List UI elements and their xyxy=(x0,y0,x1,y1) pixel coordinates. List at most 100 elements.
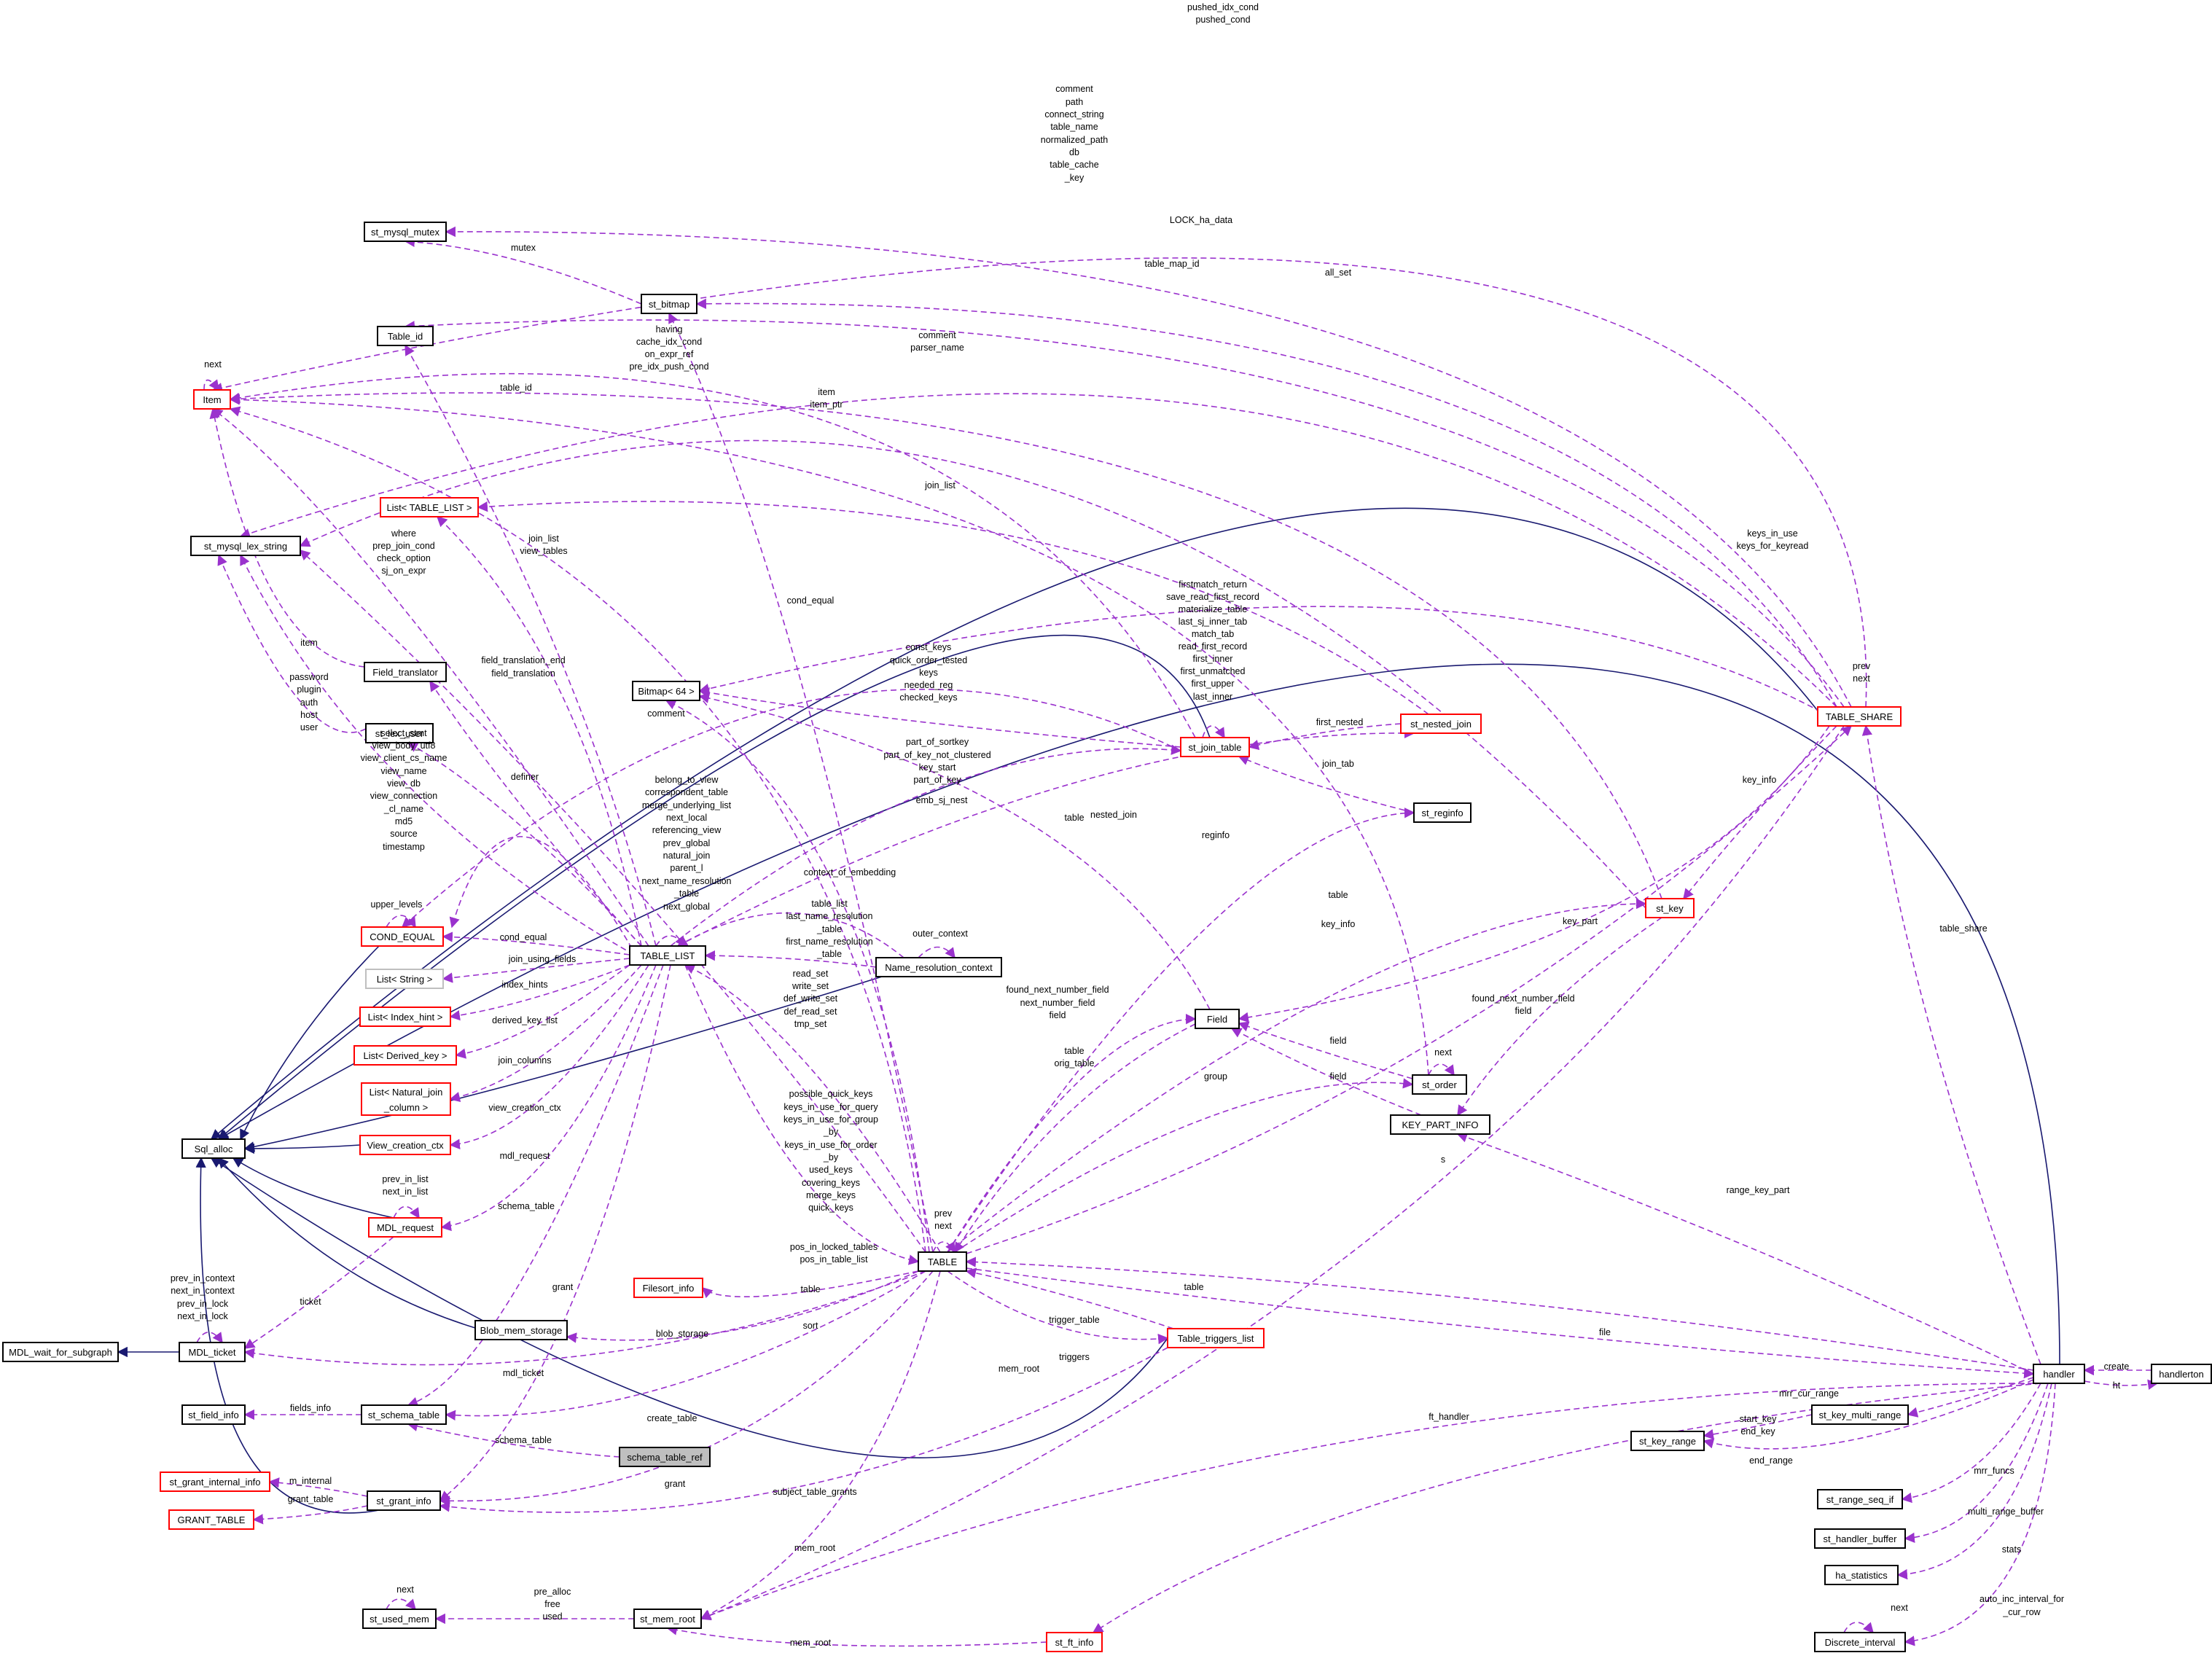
edge-label: prev_in_context xyxy=(171,1273,235,1283)
node-list-derived-key[interactable]: List< Derived_key > xyxy=(353,1045,457,1066)
edge-table-to-st-schema-table xyxy=(445,1270,926,1421)
node-table-list[interactable]: TABLE_LIST xyxy=(629,945,706,966)
node-st-join-table[interactable]: st_join_table xyxy=(1180,737,1250,757)
node-discrete-interval[interactable]: Discrete_interval xyxy=(1814,1632,1906,1652)
node-handler[interactable]: handler xyxy=(2033,1364,2085,1384)
edge-label: fields_info xyxy=(290,1403,331,1413)
node-key-part-info[interactable]: KEY_PART_INFO xyxy=(1390,1114,1490,1135)
edge-label: where xyxy=(391,528,416,539)
edge-label: schema_table xyxy=(498,1201,555,1211)
node-table-triggers-list-label: Table_triggers_list xyxy=(1178,1333,1254,1344)
node-st-bitmap[interactable]: st_bitmap xyxy=(641,294,697,314)
node-table-triggers-list[interactable]: Table_triggers_list xyxy=(1167,1328,1265,1348)
edge-label: sj_on_expr xyxy=(381,566,426,576)
node-st-mysql-lex-string[interactable]: st_mysql_lex_string xyxy=(190,536,301,556)
edge-label: create xyxy=(2104,1361,2130,1372)
node-mdl-wait-for-subgraph[interactable]: MDL_wait_for_subgraph xyxy=(2,1342,119,1362)
node-mdl-ticket[interactable]: MDL_ticket xyxy=(179,1342,246,1362)
node-st-reginfo[interactable]: st_reginfo xyxy=(1413,802,1472,823)
edge-label: merge_underlying_list xyxy=(642,800,732,810)
node-st-mem-root-box xyxy=(633,1609,702,1629)
edge-label: read_set xyxy=(793,969,829,979)
node-list-table-list[interactable]: List< TABLE_LIST > xyxy=(380,497,479,517)
edge-label: emb_sj_nest xyxy=(916,795,968,805)
edge-label: save_read_first_record xyxy=(1166,592,1259,602)
edge-label: key_start xyxy=(919,762,956,773)
node-st-field-info[interactable]: st_field_info xyxy=(181,1404,246,1425)
edge-label: free xyxy=(544,1599,560,1609)
node-cond-equal-label: COND_EQUAL xyxy=(370,931,435,942)
edge-st-join-table-to-bitmap64 xyxy=(698,687,1181,748)
node-name-resolution-context[interactable]: Name_resolution_context xyxy=(875,957,1002,977)
node-grant-table[interactable]: GRANT_TABLE xyxy=(168,1509,254,1530)
node-view-creation-ctx[interactable]: View_creation_ctx xyxy=(359,1135,451,1155)
node-mdl-request[interactable]: MDL_request xyxy=(368,1217,442,1238)
node-list-natural-join-1[interactable]: List< Natural_join xyxy=(361,1082,451,1116)
edge-label: first_inner xyxy=(1193,654,1233,664)
node-table[interactable]: TABLE xyxy=(918,1251,967,1272)
node-st-reginfo-box xyxy=(1413,802,1472,823)
edge-label: first_unmatched xyxy=(1181,666,1246,676)
node-st-range-seq-if-label: st_range_seq_if xyxy=(1826,1494,1894,1505)
node-st-key-range[interactable]: st_key_range xyxy=(1630,1431,1705,1451)
node-st-mysql-mutex[interactable]: st_mysql_mutex xyxy=(364,222,447,242)
node-blob-mem-storage[interactable]: Blob_mem_storage xyxy=(474,1320,568,1340)
node-st-order[interactable]: st_order xyxy=(1412,1074,1467,1095)
edge-table-triggers-list-to-sql-alloc xyxy=(210,1157,1168,1458)
node-st-key-multi-range[interactable]: st_key_multi_range xyxy=(1811,1404,1909,1425)
node-item[interactable]: Item xyxy=(193,389,231,410)
node-list-index-hint[interactable]: List< Index_hint > xyxy=(359,1007,451,1027)
edge-name-resolution-context-to-table-list xyxy=(676,912,904,958)
edge-table-to-st-bitmap xyxy=(668,312,934,1253)
node-item-label: Item xyxy=(203,394,221,405)
node-list-string-box xyxy=(365,969,444,989)
node-schema-table-ref[interactable]: schema_table_ref xyxy=(619,1447,711,1467)
node-sql-alloc[interactable]: Sql_alloc xyxy=(181,1138,246,1159)
node-mdl-wait-for-subgraph-box xyxy=(2,1342,119,1362)
edge-label: ht xyxy=(2113,1380,2121,1391)
node-bitmap64[interactable]: Bitmap< 64 > xyxy=(632,681,700,701)
node-ha-statistics[interactable]: ha_statistics xyxy=(1824,1565,1899,1585)
node-st-mem-root[interactable]: st_mem_root xyxy=(633,1609,702,1629)
node-st-grant-info[interactable]: st_grant_info xyxy=(367,1490,441,1511)
node-st-bitmap-box xyxy=(641,294,697,314)
edge-table-triggers-list-to-st-grant-info xyxy=(439,1347,1168,1513)
node-st-key[interactable]: st_key xyxy=(1645,898,1695,918)
edge-label: _table xyxy=(816,924,842,934)
node-list-natural-join-2[interactable]: _column > xyxy=(383,1102,428,1113)
node-field-translator[interactable]: Field_translator xyxy=(364,662,447,682)
node-filesort-info[interactable]: Filesort_info xyxy=(633,1278,703,1298)
node-field[interactable]: Field xyxy=(1195,1009,1240,1029)
node-st-nested-join[interactable]: st_nested_join xyxy=(1400,714,1482,734)
node-list-string[interactable]: List< String > xyxy=(365,969,444,989)
edge-label: normalized_path xyxy=(1041,135,1108,145)
node-cond-equal[interactable]: COND_EQUAL xyxy=(361,926,444,947)
node-filesort-info-box xyxy=(633,1278,703,1298)
node-st-schema-table[interactable]: st_schema_table xyxy=(361,1404,447,1425)
node-st-ft-info[interactable]: st_ft_info xyxy=(1046,1632,1103,1652)
node-st-field-info-box xyxy=(181,1404,246,1425)
edge-handler-to-st-mem-root xyxy=(700,1383,2034,1621)
edge-label: outer_context xyxy=(912,929,968,939)
edge-table-to-st-mem-root xyxy=(700,1270,941,1619)
node-st-mem-root-label: st_mem_root xyxy=(640,1614,695,1625)
edge-table-list-to-view-creation-ctx xyxy=(449,964,649,1149)
node-handlerton[interactable]: handlerton xyxy=(2151,1364,2212,1384)
edge-label: materialize_table xyxy=(1179,604,1248,614)
node-st-grant-internal-info[interactable]: st_grant_internal_info xyxy=(160,1472,270,1492)
edge-label: mrr_funcs xyxy=(1974,1466,2014,1476)
node-st-handler-buffer[interactable]: st_handler_buffer xyxy=(1814,1528,1906,1549)
edge-handler-to-st-key-range xyxy=(1703,1379,2034,1450)
node-table-id[interactable]: Table_id xyxy=(377,326,434,346)
edge-field-to-bitmap64 xyxy=(698,692,1211,1010)
node-table-share[interactable]: TABLE_SHARE xyxy=(1817,706,1902,727)
node-st-used-mem[interactable]: st_used_mem xyxy=(362,1609,437,1629)
node-mdl-ticket-label: MDL_ticket xyxy=(188,1347,235,1358)
edge-label: pre_idx_push_cond xyxy=(629,361,708,372)
edge-table-share-to-st-mysql-mutex xyxy=(445,226,1852,708)
node-st-lex-user[interactable]: st_lex_user xyxy=(365,723,434,743)
node-st-range-seq-if[interactable]: st_range_seq_if xyxy=(1817,1489,1903,1509)
node-mdl-wait-for-subgraph-label: MDL_wait_for_subgraph xyxy=(9,1347,112,1358)
node-list-derived-key-label: List< Derived_key > xyxy=(364,1050,448,1061)
